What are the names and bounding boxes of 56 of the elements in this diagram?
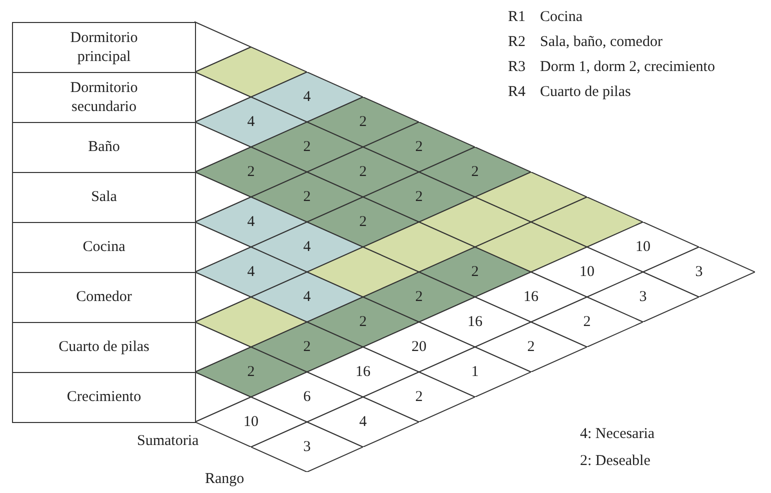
room-name: Dormitorio principal [69, 28, 139, 66]
room-name: Cuarto de pilas [58, 338, 150, 357]
cell-value: 4 [303, 290, 311, 304]
cell-value: 4 [247, 114, 255, 130]
room-group-code: R1 [508, 8, 527, 27]
cell-value: 10 [580, 264, 594, 280]
cell-value: 16 [356, 364, 370, 380]
cell-value: 3 [303, 440, 311, 454]
cell-value: 2 [359, 114, 367, 130]
sum-column-label: Sumatoria [137, 432, 199, 451]
cell-value: 2 [415, 390, 423, 404]
room-name: Sala [91, 188, 117, 207]
cell-value: 4 [303, 90, 311, 104]
cell-value: 2 [247, 364, 255, 380]
key-note: 2: Deseable [580, 452, 650, 471]
cell-value: 4 [303, 240, 311, 254]
room-name: Cocina [82, 238, 126, 257]
cell-value: 20 [412, 340, 426, 354]
cell-value: 2 [359, 314, 367, 330]
cell-value: 4 [359, 414, 367, 430]
cell-value: 3 [639, 290, 647, 304]
room-group-text: Cuarto de pilas [540, 83, 632, 102]
cell-value: 3 [695, 264, 703, 280]
cell-value: 2 [415, 140, 423, 154]
room-group-code: R3 [508, 58, 527, 77]
room-name: Crecimiento [66, 388, 142, 407]
room-name: Baño [88, 138, 120, 157]
room-group-code: R2 [508, 33, 527, 52]
cell-value: 16 [468, 314, 482, 330]
room-name: Comedor [76, 288, 132, 307]
cell-value: 2 [471, 164, 479, 180]
cell-value: 2 [247, 164, 255, 180]
room-group-text: Cocina [540, 8, 584, 27]
cell-value: 4 [247, 264, 255, 280]
cell-value: 2 [415, 190, 423, 204]
cell-value: 2 [527, 340, 535, 354]
cell-value: 2 [359, 164, 367, 180]
cell-value: 2 [359, 214, 367, 230]
cell-value: 6 [303, 390, 311, 404]
cell-value: 2 [583, 314, 591, 330]
cell-value: 2 [471, 264, 479, 280]
cell-value: 10 [636, 240, 650, 254]
room-group-code: R4 [508, 83, 527, 102]
cell-value: 4 [247, 214, 255, 230]
room-group-text: Dorm 1, dorm 2, crecimiento [540, 58, 715, 77]
room-name: Dormitorio secundario [69, 78, 139, 116]
rank-column-label: Rango [205, 470, 244, 489]
cell-value: 2 [415, 290, 423, 304]
cell-value: 16 [524, 290, 538, 304]
cell-value: 1 [471, 364, 479, 380]
cell-value: 10 [244, 414, 258, 430]
cell-value: 2 [303, 140, 311, 154]
room-group-text: Sala, baño, comedor [540, 33, 664, 52]
key-note: 4: Necesaria [580, 425, 655, 444]
cell-value: 2 [303, 190, 311, 204]
cell-value: 2 [303, 340, 311, 354]
